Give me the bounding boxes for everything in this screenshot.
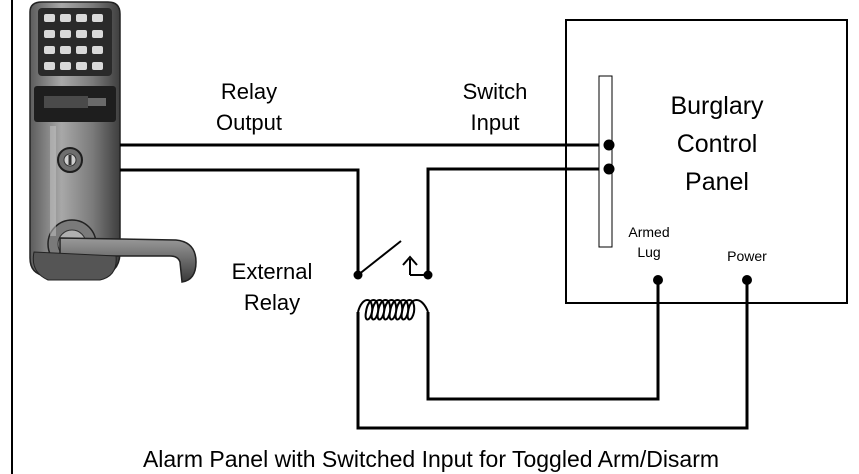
wire-coil-to-armed-lug xyxy=(426,280,660,401)
diagram-caption: Alarm Panel with Switched Input for Togg… xyxy=(143,446,719,472)
wire-relay-output-bottom xyxy=(120,168,360,275)
panel-title-line3: Panel xyxy=(685,168,749,196)
switch-input-terminal-bottom xyxy=(603,163,615,175)
relay-switch-icon xyxy=(353,240,433,280)
external-relay-label-line2: Relay xyxy=(244,290,300,315)
control-panel-box xyxy=(565,19,848,304)
wire-switch-input xyxy=(426,167,609,275)
relay-output-label-line2: Output xyxy=(216,110,282,135)
power-terminal xyxy=(742,275,752,285)
keypad-lever-lock-icon xyxy=(29,1,197,283)
switch-input-label-line2: Input xyxy=(471,110,520,135)
power-label: Power xyxy=(727,248,767,264)
panel-title-line1: Burglary xyxy=(670,92,764,120)
wire-coil-to-power xyxy=(356,280,749,430)
relay-output-label-line1: Relay xyxy=(221,79,277,104)
panel-title-line2: Control xyxy=(677,130,758,158)
external-relay-label-line1: External xyxy=(232,259,313,284)
relay-coil-icon xyxy=(357,299,429,322)
wires xyxy=(120,143,749,430)
keypad-buttons xyxy=(44,14,103,70)
armed-lug-label-line2: Lug xyxy=(637,244,660,260)
terminal-strip xyxy=(598,75,613,248)
switch-input-terminal-top xyxy=(603,139,615,151)
switch-input-label-line1: Switch xyxy=(463,79,528,104)
armed-lug-label-line1: Armed xyxy=(628,224,669,240)
armed-lug-terminal xyxy=(653,275,663,285)
